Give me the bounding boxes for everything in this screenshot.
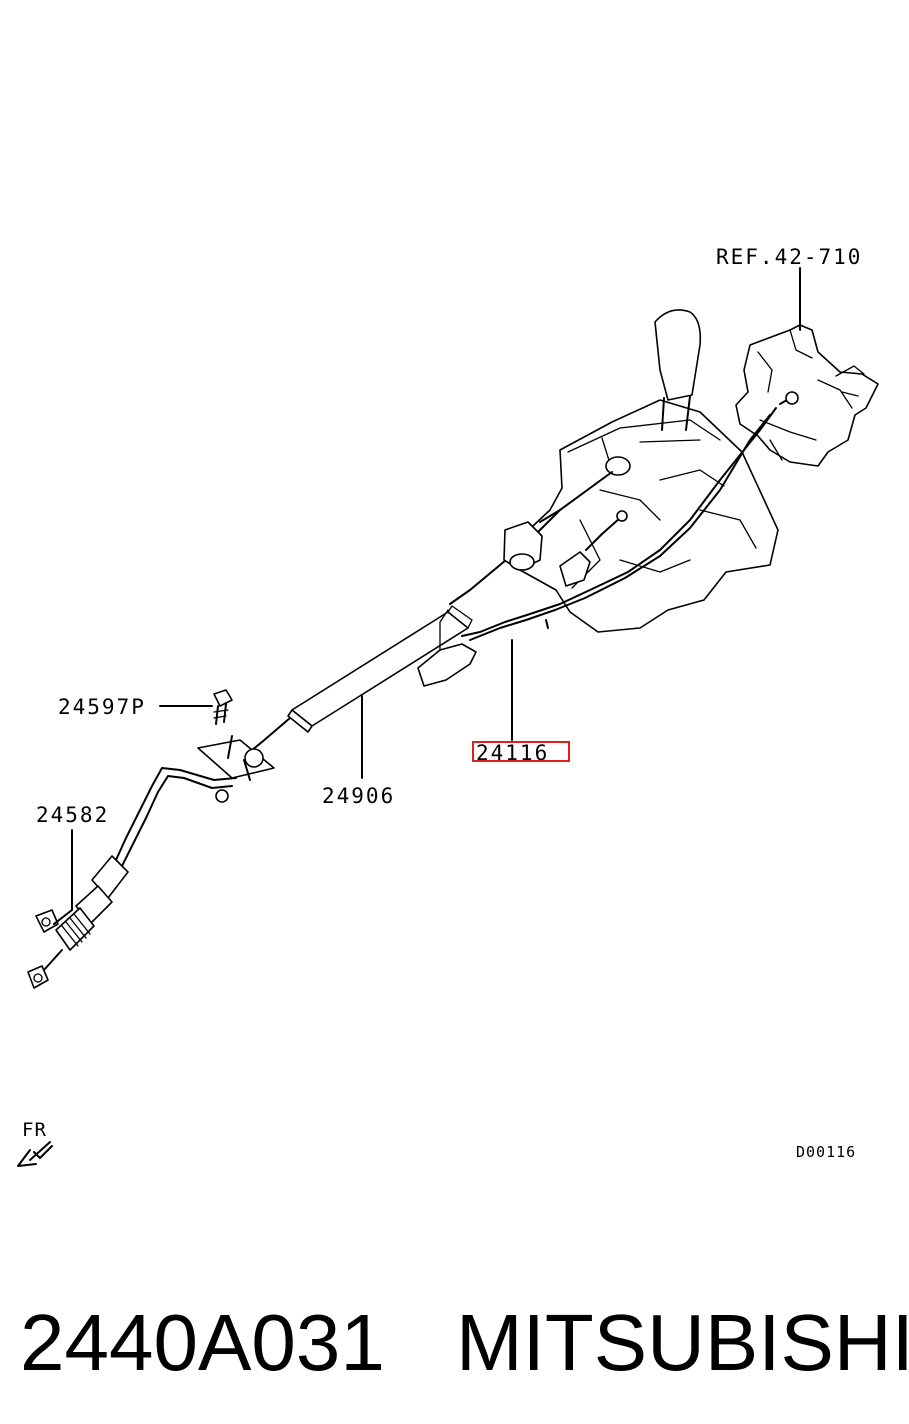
ref-label: REF.42-710: [716, 245, 862, 269]
part-label-24906: 24906: [322, 784, 395, 808]
highlight-box: [472, 741, 570, 762]
part-number-caption: 2440A031: [20, 1298, 385, 1387]
diagram-code: D00116: [796, 1143, 856, 1161]
leader-24582: [53, 829, 73, 925]
brand-caption: MITSUBISHI: [456, 1298, 909, 1387]
cable-bracket: [43, 735, 275, 971]
part-label-24582: 24582: [36, 803, 109, 827]
shift-cable-24116: [461, 391, 799, 641]
shift-cable-24906: [251, 509, 561, 751]
front-arrow-icon: [17, 1141, 53, 1167]
shift-lever-assembly: [517, 309, 779, 633]
bolt-24597p-part: [213, 689, 233, 725]
transmission-housing: [735, 324, 879, 467]
front-direction-label: FR: [22, 1119, 47, 1141]
nut-24582-part: [27, 909, 59, 989]
part-label-24597p: 24597P: [58, 695, 146, 719]
